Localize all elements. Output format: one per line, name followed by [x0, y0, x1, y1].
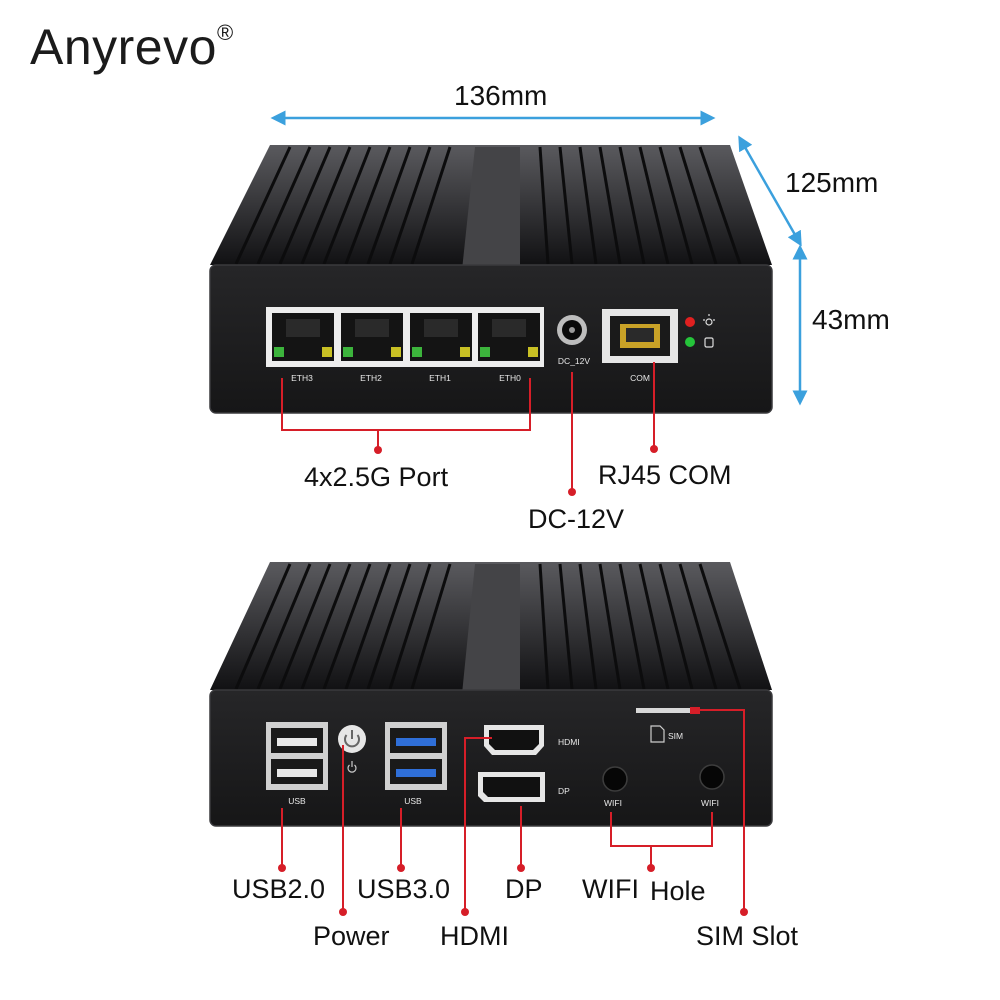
- leader-hdmi: [464, 737, 492, 910]
- front-heatsink-fins: [234, 146, 742, 265]
- lan-port-eth0: [478, 313, 540, 361]
- dimension-width: 136mm: [454, 80, 548, 111]
- callout-power: Power: [313, 921, 390, 951]
- rear-center-plate: [462, 564, 520, 694]
- label-wifi-b: WIFI: [701, 798, 719, 808]
- callout-wifi-hole: Hole: [650, 876, 706, 906]
- status-led-red: [685, 317, 695, 327]
- dimension-height: 43mm: [812, 304, 890, 335]
- leader-usb3-dot: [397, 864, 405, 872]
- label-eth0: ETH0: [499, 373, 521, 383]
- status-led-green: [685, 337, 695, 347]
- leader-sim: [700, 709, 745, 910]
- label-com: COM: [630, 373, 650, 383]
- callout-usb3: USB3.0: [357, 874, 451, 904]
- dc-jack: [557, 315, 587, 345]
- label-dp: DP: [558, 786, 570, 796]
- wifi-antenna-hole-a: [602, 766, 628, 792]
- label-eth1: ETH1: [429, 373, 451, 383]
- callout-usb2: USB2.0: [232, 874, 326, 904]
- sim-slot: [636, 707, 700, 714]
- callout-dp: DP: [505, 874, 543, 904]
- front-device: ETH3 ETH2 ETH1 ETH0 DC_12V COM: [209, 145, 773, 414]
- brand-name: Anyrevo: [30, 19, 217, 75]
- label-dc-12v: DC_12V: [558, 356, 590, 366]
- front-center-plate: [462, 147, 520, 270]
- label-usb-b: USB: [404, 796, 422, 806]
- hdmi-port: [484, 725, 544, 755]
- callout-rj45-com: RJ45 COM: [598, 460, 732, 490]
- storage-led-icon: [704, 337, 714, 348]
- com-port: [602, 309, 678, 363]
- rear-device: USB USB HDMI: [209, 562, 773, 827]
- callout-lan-ports: 4x2.5G Port: [304, 462, 449, 492]
- registered-mark: ®: [216, 20, 234, 46]
- leader-com-dot: [650, 445, 658, 453]
- leader-dp-dot: [517, 864, 525, 872]
- label-wifi-a: WIFI: [604, 798, 622, 808]
- leader-wifi: [610, 812, 713, 847]
- power-button: [338, 725, 366, 753]
- callout-sim-slot: SIM Slot: [696, 921, 799, 951]
- power-led-icon: [703, 314, 715, 326]
- usb3-ports: [385, 722, 447, 790]
- power-symbol-icon: [347, 761, 357, 773]
- leader-sim-dot: [740, 908, 748, 916]
- wifi-antenna-hole-b: [699, 764, 725, 790]
- usb2-ports: [266, 722, 328, 790]
- dimension-depth: 125mm: [785, 167, 879, 198]
- label-eth2: ETH2: [360, 373, 382, 383]
- leader-lan: [281, 378, 531, 431]
- brand-logo: Anyrevo®: [30, 18, 234, 76]
- leader-power-dot: [339, 908, 347, 916]
- depth-dimension-arrow: [738, 135, 802, 247]
- leader-usb2-dot: [278, 864, 286, 872]
- rear-faceplate: [209, 689, 773, 827]
- label-eth3: ETH3: [291, 373, 313, 383]
- leader-hdmi-dot: [461, 908, 469, 916]
- callout-hdmi: HDMI: [440, 921, 509, 951]
- label-hdmi: HDMI: [558, 737, 580, 747]
- label-usb-a: USB: [288, 796, 306, 806]
- callout-wifi: WIFI: [582, 874, 639, 904]
- leader-wifi-dot: [647, 864, 655, 872]
- lan-port-eth2: [341, 313, 403, 361]
- sim-card-icon: [650, 725, 665, 743]
- label-sim: SIM: [668, 731, 683, 741]
- callout-dc-12v: DC-12V: [528, 504, 625, 534]
- leader-lan-dot: [374, 446, 382, 454]
- lan-port-eth1: [410, 313, 472, 361]
- lan-port-eth3: [272, 313, 334, 361]
- displayport-port: [478, 772, 545, 802]
- rear-heatsink-fins: [234, 563, 742, 690]
- leader-dc-dot: [568, 488, 576, 496]
